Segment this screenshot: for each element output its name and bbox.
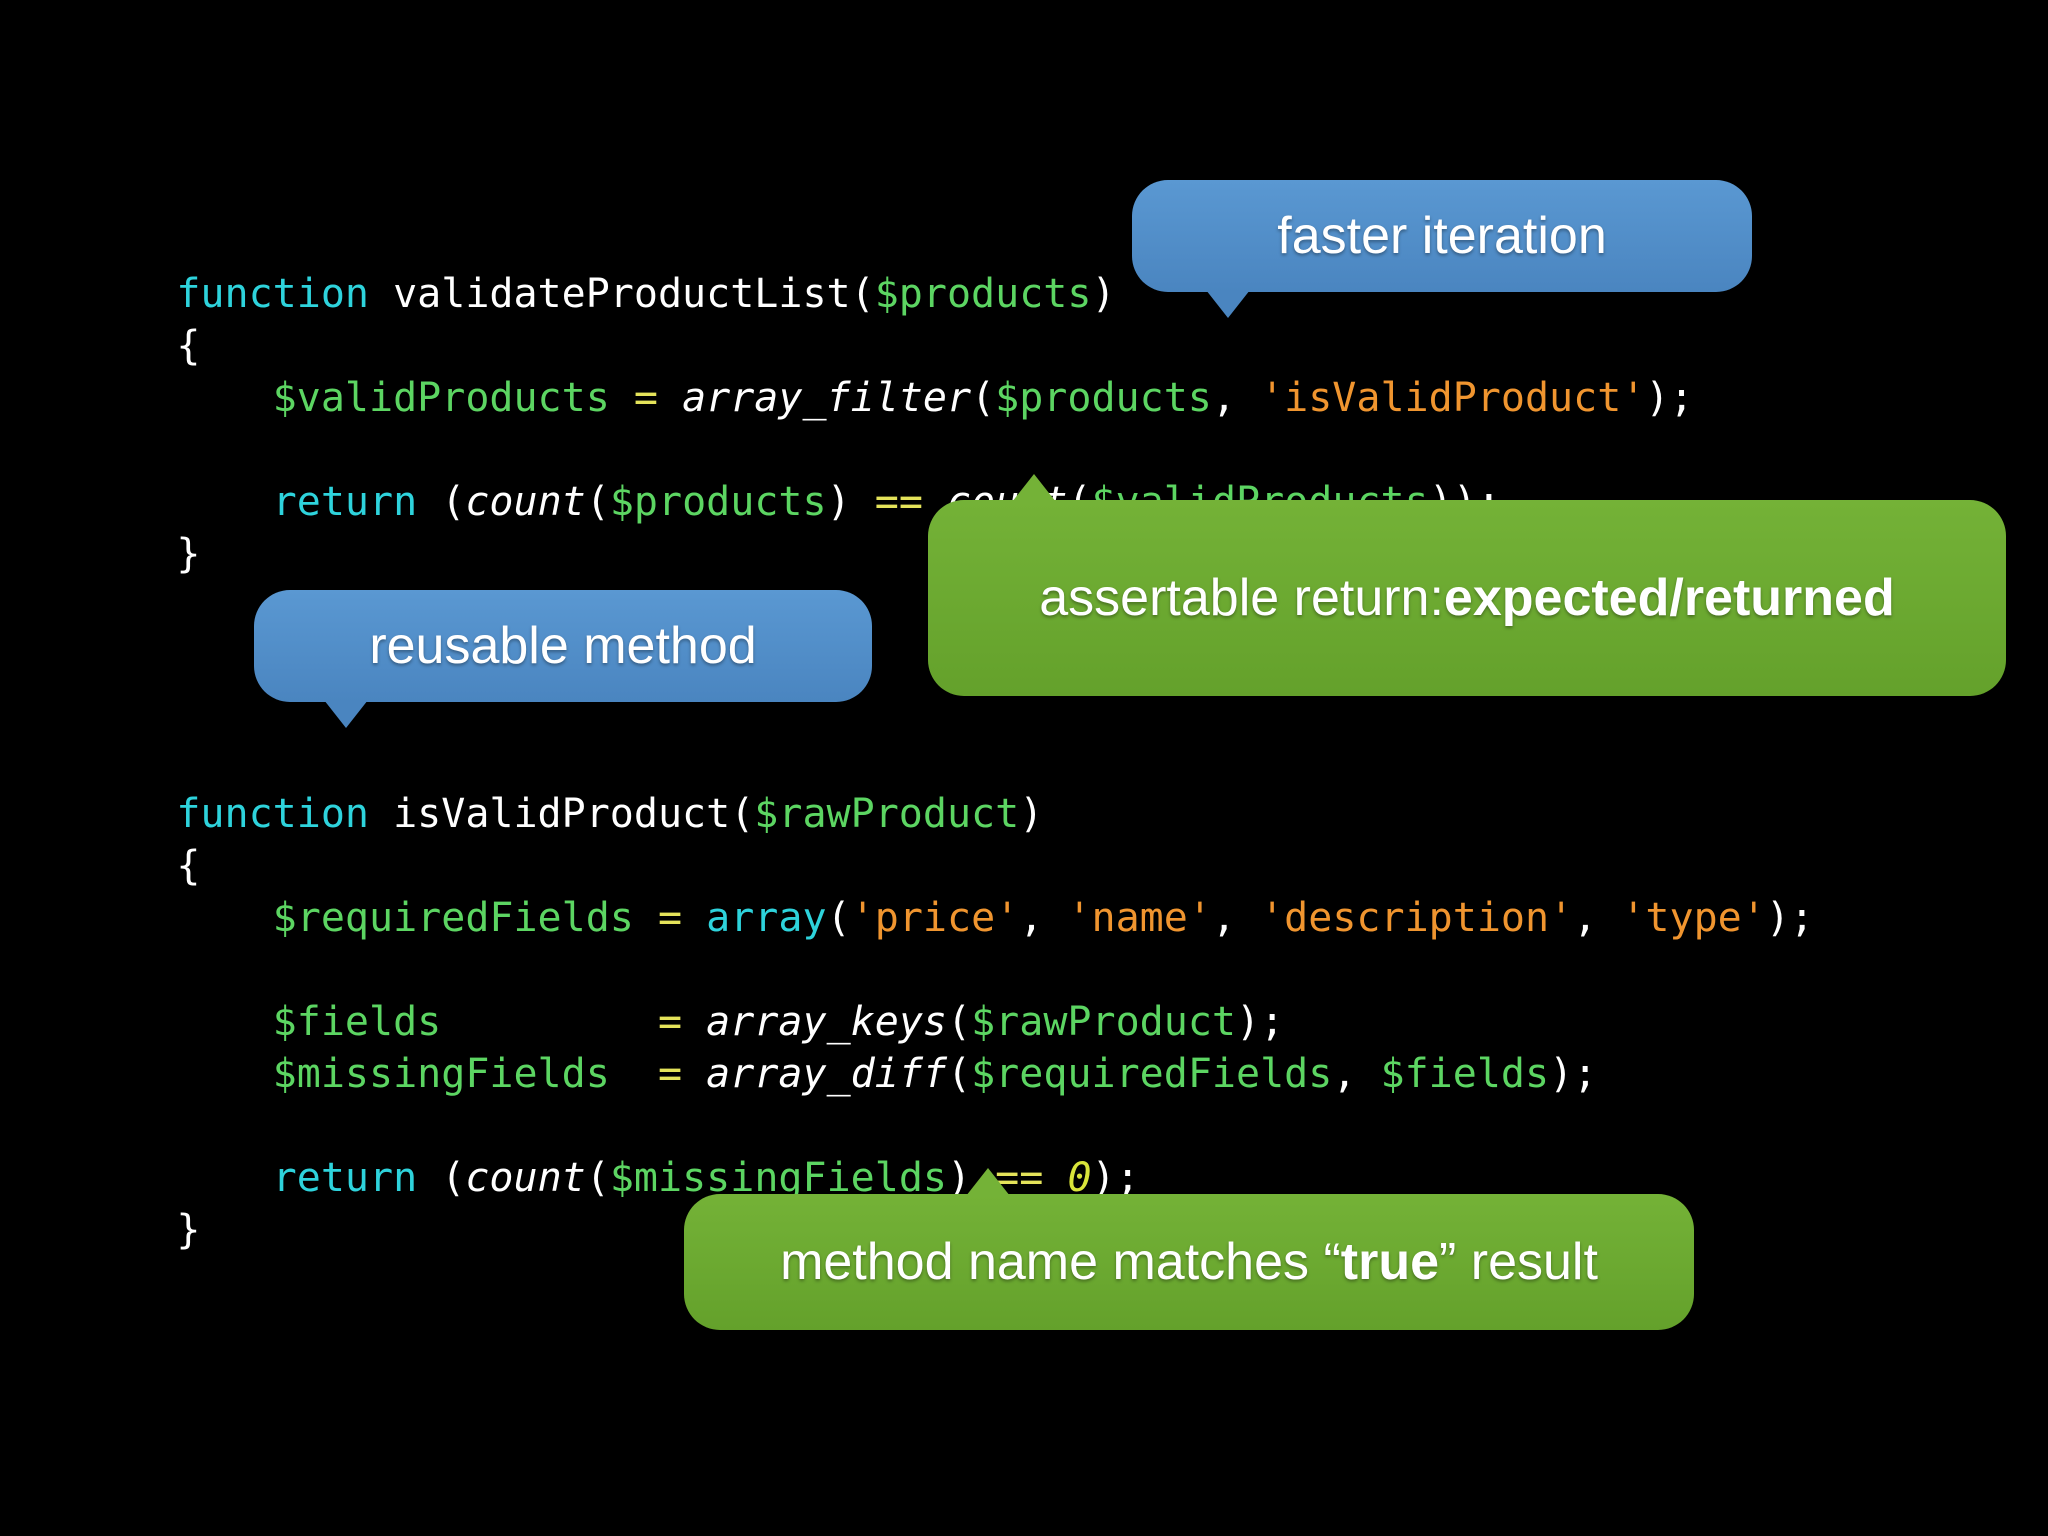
function-name: isValidProduct( xyxy=(368,791,755,837)
callout-assertable-return: assertable return: expected/returned xyxy=(928,500,2006,696)
callout-faster-iteration: faster iteration xyxy=(1132,180,1752,292)
variable: $products xyxy=(874,271,1092,317)
paren: ) xyxy=(1091,271,1116,317)
variable: $requiredFields xyxy=(971,1051,1333,1097)
function-name: validateProductList( xyxy=(368,271,875,317)
callout-text: faster iteration xyxy=(1277,207,1607,265)
paren: ( xyxy=(585,1155,610,1201)
operator: = xyxy=(633,895,707,941)
paren: ); xyxy=(1091,1155,1140,1201)
comma: , xyxy=(1019,895,1068,941)
variable: $missingFields xyxy=(272,1051,610,1097)
keyword-return: return xyxy=(272,1155,418,1201)
variable: $products xyxy=(609,479,827,525)
keyword-function: function xyxy=(176,791,369,837)
string-literal: 'price' xyxy=(850,895,1020,941)
paren: ( xyxy=(417,1155,466,1201)
comma: , xyxy=(1573,895,1622,941)
variable: $requiredFields xyxy=(272,895,634,941)
number-literal: 0 xyxy=(1067,1155,1092,1201)
code-line: } xyxy=(80,476,200,577)
callout-text: ” result xyxy=(1439,1233,1598,1291)
paren: ( xyxy=(946,1051,972,1097)
code-line: { xyxy=(80,268,200,369)
brace-open: { xyxy=(176,323,201,369)
operator: = xyxy=(657,1051,707,1097)
padding xyxy=(610,1051,658,1097)
variable: $missingFields xyxy=(609,1155,947,1201)
paren: ( xyxy=(417,479,466,525)
variable: $rawProduct xyxy=(754,791,1020,837)
code-line: } xyxy=(80,1152,200,1253)
function-call: array_diff xyxy=(706,1051,947,1097)
code-line: { xyxy=(80,788,200,889)
callout-text-bold: expected/returned xyxy=(1443,569,1895,627)
operator: = xyxy=(657,999,707,1045)
variable: $validProducts xyxy=(272,375,610,421)
indent xyxy=(176,1051,272,1097)
comma: , xyxy=(1211,375,1261,421)
paren: ); xyxy=(1765,895,1814,941)
comma: , xyxy=(1332,1051,1381,1097)
function-call: count xyxy=(465,479,586,525)
paren: ) xyxy=(826,479,875,525)
brace-close: } xyxy=(176,1207,201,1253)
code-line: return (count($products) == count($valid… xyxy=(80,424,1501,525)
callout-text: method name matches “ xyxy=(780,1233,1341,1291)
indent xyxy=(176,895,272,941)
paren: ( xyxy=(971,375,996,421)
variable: $fields xyxy=(272,999,442,1045)
brace-close: } xyxy=(176,531,201,577)
callout-reusable-method: reusable method xyxy=(254,590,872,702)
paren: ) xyxy=(1019,791,1044,837)
callout-text: reusable method xyxy=(369,617,757,675)
function-call: count xyxy=(465,1155,586,1201)
indent xyxy=(176,375,272,421)
paren: ); xyxy=(1549,1051,1598,1097)
code-line: $validProducts = array_filter($products,… xyxy=(80,320,1694,421)
callout-text-bold: true xyxy=(1340,1233,1440,1291)
operator: == xyxy=(874,479,923,525)
paren: ); xyxy=(1645,375,1694,421)
code-line: return (count($missingFields) == 0); xyxy=(80,1100,1140,1201)
string-literal: 'description' xyxy=(1260,895,1574,941)
function-call: array_filter xyxy=(682,375,972,421)
code-line: $requiredFields = array('price', 'name',… xyxy=(80,840,1814,941)
variable: $fields xyxy=(1380,1051,1550,1097)
callout-tail xyxy=(1206,290,1250,318)
callout-tail xyxy=(1012,474,1056,502)
paren: ( xyxy=(826,895,851,941)
code-line: function isValidProduct($rawProduct) xyxy=(80,736,1043,837)
variable: $products xyxy=(995,375,1212,421)
keyword-function: function xyxy=(176,271,369,317)
code-line: function validateProductList($products) xyxy=(80,216,1115,317)
callout-tail xyxy=(966,1168,1010,1196)
function-call: array xyxy=(706,895,827,941)
string-literal: 'type' xyxy=(1621,895,1766,941)
callout-method-name: method name matches “true” result xyxy=(684,1194,1694,1330)
string-literal: 'isValidProduct' xyxy=(1260,375,1646,421)
paren: ( xyxy=(585,479,610,525)
code-line: $missingFields = array_diff($requiredFie… xyxy=(80,996,1598,1097)
callout-tail xyxy=(324,700,368,728)
brace-open: { xyxy=(176,843,201,889)
keyword-return: return xyxy=(272,479,418,525)
paren: ( xyxy=(946,999,972,1045)
callout-text: assertable return: xyxy=(1039,569,1444,627)
variable: $rawProduct xyxy=(971,999,1236,1045)
operator: = xyxy=(609,375,683,421)
string-literal: 'name' xyxy=(1067,895,1212,941)
code-line: $fields = array_keys($rawProduct); xyxy=(80,944,1285,1045)
comma: , xyxy=(1211,895,1261,941)
function-call: array_keys xyxy=(706,999,947,1045)
paren: ); xyxy=(1235,999,1285,1045)
